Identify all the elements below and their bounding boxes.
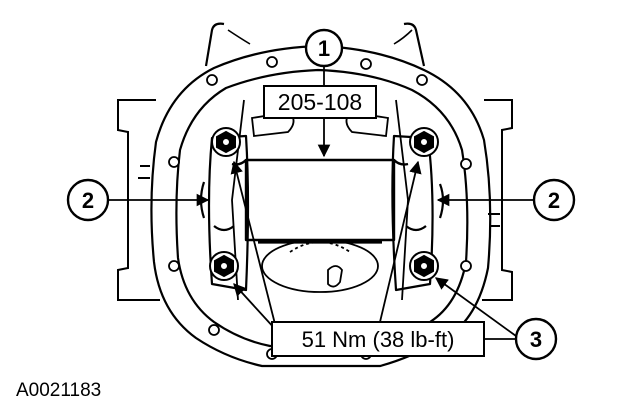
torque-spec-box: 51 Nm (38 lb-ft) [271,321,485,357]
flange-hole [416,74,428,86]
flange-hole [206,74,218,86]
leader-torque-lower-left [233,283,277,331]
callout-2-right-number: 2 [548,188,560,213]
flange-hole [460,158,472,170]
callout-2-left: 2 [66,178,110,222]
figure-id: A0021183 [16,380,101,401]
tool-number-text: 205-108 [278,89,362,115]
callout-3-number: 3 [530,327,542,352]
housing-neck [204,22,426,67]
leader-torque-upper-left [230,160,277,329]
bolt-lower-left [209,251,239,281]
tool-bolts [209,127,439,281]
leader-3-to-bolt [434,277,517,337]
right-spreader-arm [391,134,434,292]
callout-1: 1 [304,28,344,68]
flange-hole [460,260,472,272]
flange-hole [266,56,278,68]
bolt-lower-right [409,251,439,281]
pinion-nub [327,265,343,288]
spreader-tool-plate [231,158,409,244]
bolt-upper-right [409,127,439,157]
callout-1-number: 1 [318,36,330,61]
torque-spec-text: 51 Nm (38 lb-ft) [302,327,455,352]
flange-hole [360,58,372,70]
tool-number-box: 205-108 [263,85,377,119]
bolt-upper-left [211,127,241,157]
housing-inner-flange [175,68,469,348]
callout-3: 3 [514,317,558,361]
flange-hole [208,324,220,336]
leader-lines [108,118,534,337]
callout-2-right: 2 [532,178,576,222]
callout-2-left-number: 2 [82,188,94,213]
leader-torque-upper-right [379,160,422,323]
flange-hole [168,260,180,272]
ring-gear [261,239,379,293]
flange-hole [168,156,180,168]
